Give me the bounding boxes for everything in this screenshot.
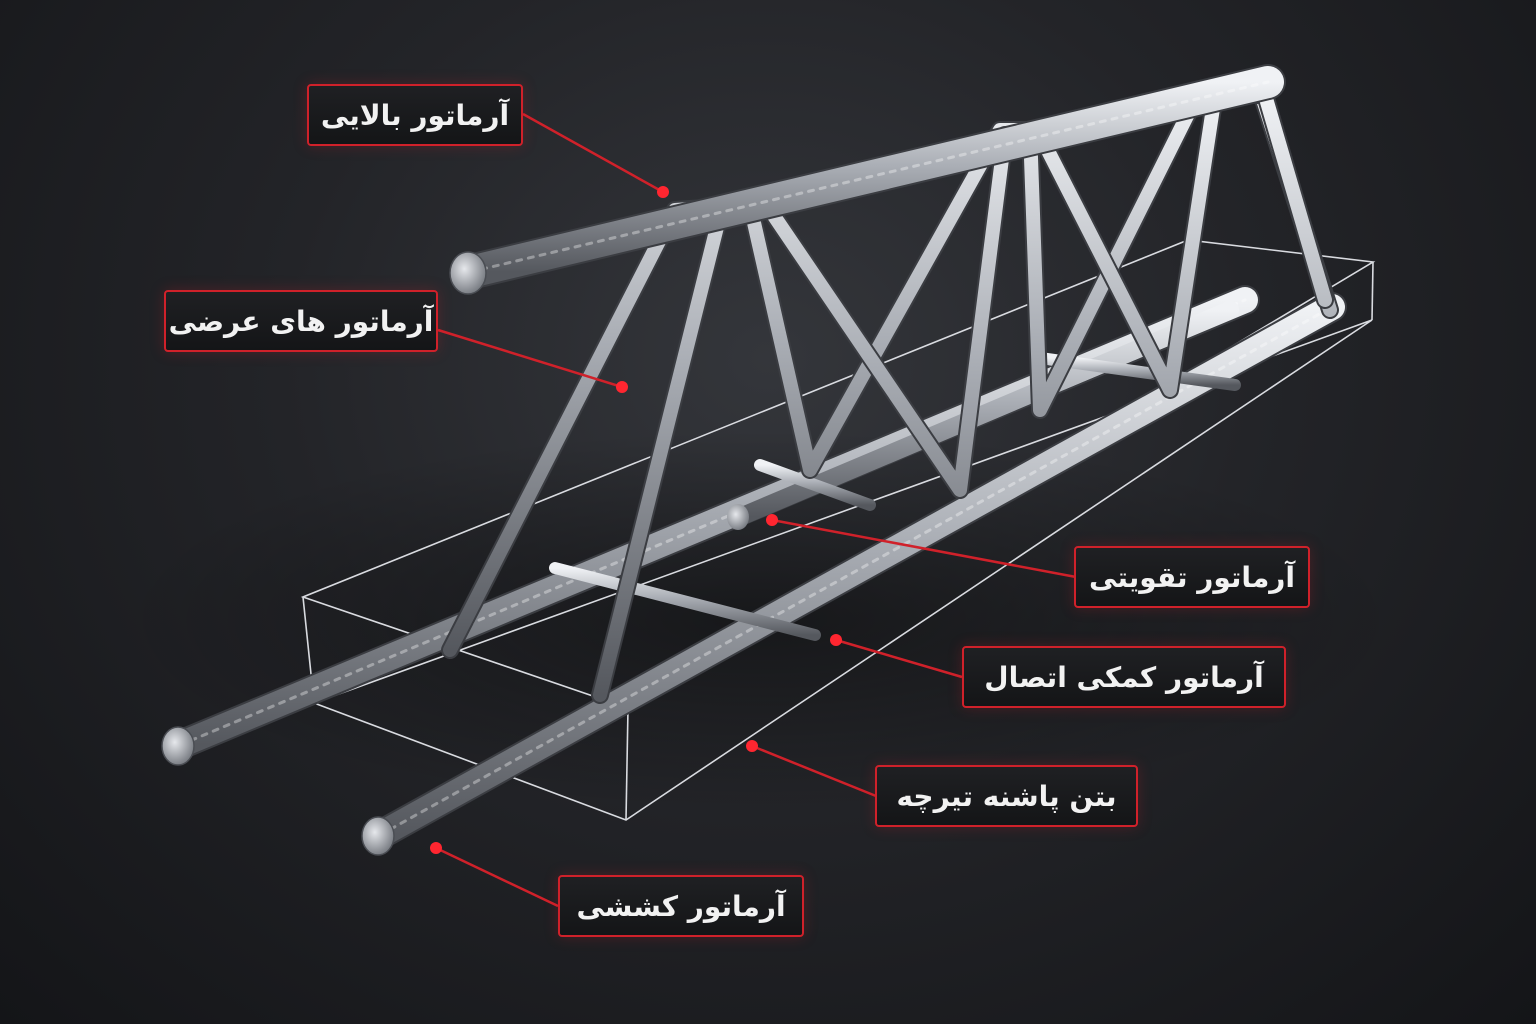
connection-bar-front — [549, 562, 821, 641]
top-bar — [449, 64, 1286, 295]
top-bar-body — [454, 66, 1284, 288]
top-bar-ribs — [468, 80, 1270, 274]
top-bar-end — [449, 251, 487, 295]
dot-concrete-heel — [746, 740, 758, 752]
leader-reinforcement-bar — [771, 518, 1077, 579]
label-top-bar: آرماتور بالایی — [307, 84, 523, 146]
dot-top-bar — [657, 186, 669, 198]
leader-concrete-heel — [751, 744, 877, 798]
label-concrete-heel: بتن پاشنه تیرچه — [875, 765, 1138, 827]
dot-tension-bar — [430, 842, 442, 854]
heel-edge-back-right — [1371, 261, 1374, 321]
leader-tension-bar — [435, 846, 559, 908]
dot-diagonal-bars — [616, 381, 628, 393]
label-diagonal-bars: آرماتور های عرضی — [164, 290, 438, 352]
heel-bottom-outline — [311, 319, 1373, 821]
tension-bar-right-end — [361, 816, 395, 856]
heel-edge-front-right — [625, 707, 629, 821]
tension-bar-left-end — [161, 726, 195, 766]
label-connection-bar: آرماتور کمکی اتصال — [962, 646, 1286, 708]
leaders — [435, 112, 1077, 908]
tension-bar-right-ribs — [378, 305, 1334, 837]
label-reinforcement-bar: آرماتور تقویتی — [1074, 546, 1310, 608]
connection-bar-mid — [754, 459, 876, 511]
label-tension-bar: آرماتور کششی — [558, 875, 804, 937]
leader-connection-bar — [835, 638, 963, 679]
leader-diagonal-bars — [437, 328, 623, 389]
dot-reinforcement-bar — [766, 514, 778, 526]
dot-connection-bar — [830, 634, 842, 646]
reinforcement-bar-end — [727, 504, 749, 530]
leader-top-bar — [522, 112, 664, 194]
marker-dots — [430, 186, 842, 854]
